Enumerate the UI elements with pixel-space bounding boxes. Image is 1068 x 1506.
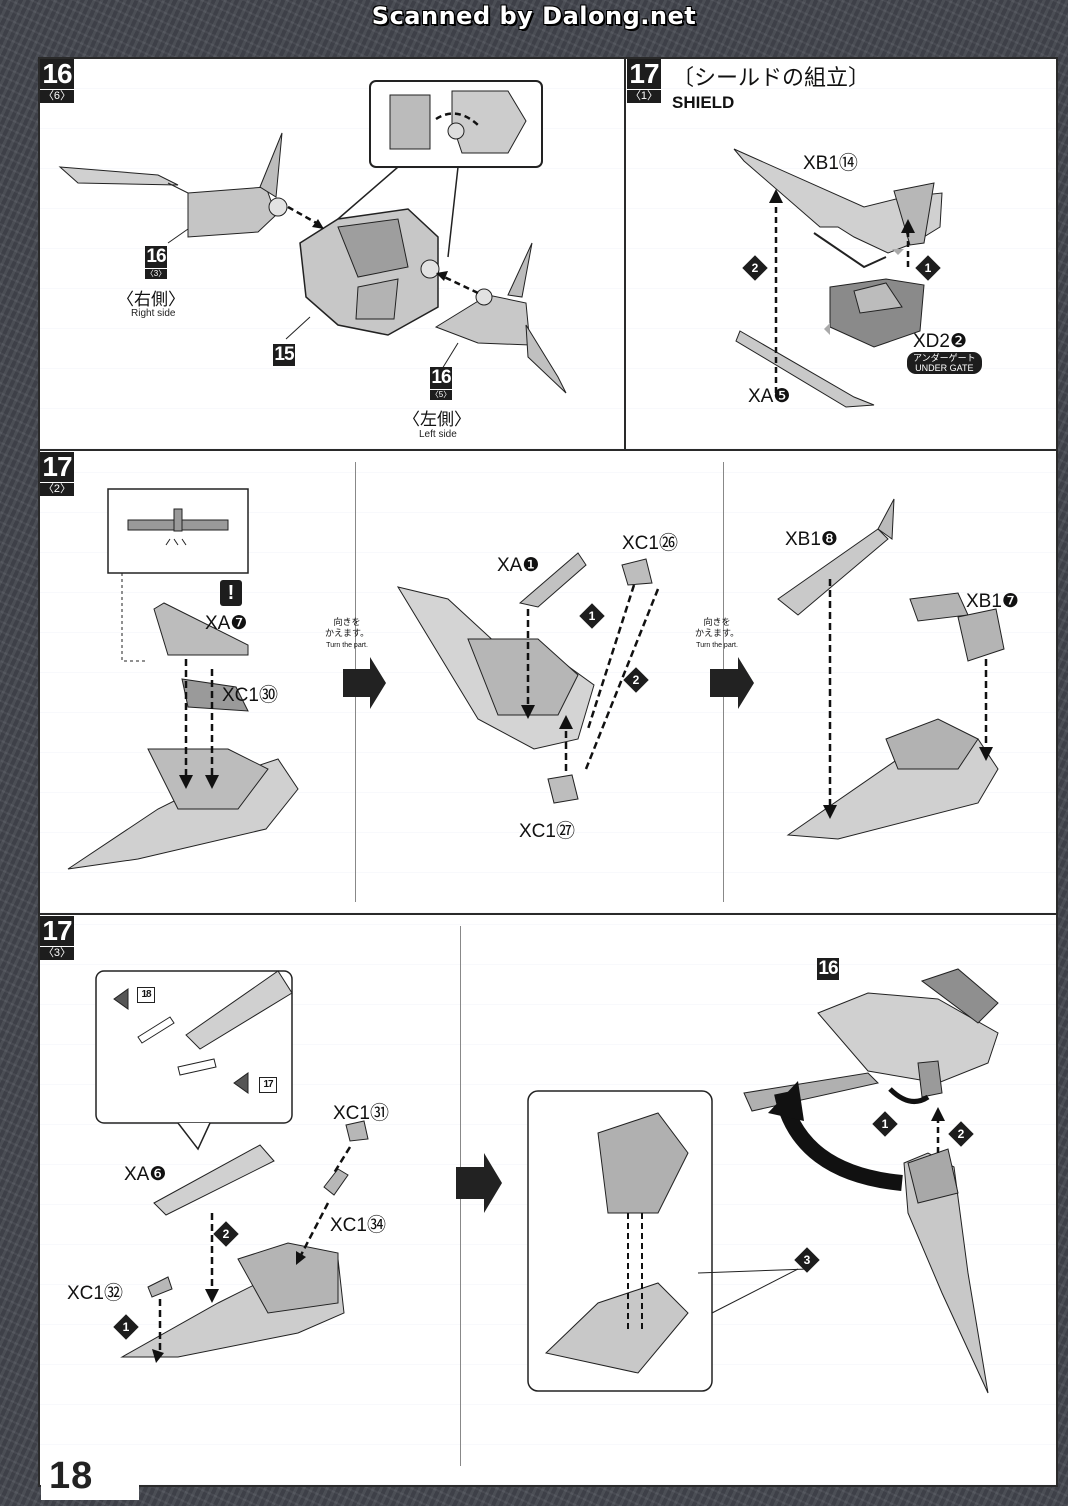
shield-illustration <box>733 148 943 408</box>
step-sub-number: 〈3〉 <box>40 947 74 960</box>
part-label-xc1-30: XC1㉚ <box>222 685 278 706</box>
left-side-label-en: Left side <box>419 429 457 440</box>
step-sub-number: 〈2〉 <box>40 483 74 496</box>
turn-the-part-note: 向きを かえます。 Turn the part. <box>695 618 740 649</box>
ref-part-number: 15 <box>273 344 295 366</box>
part-label-xc1-27: XC1㉗ <box>519 821 575 842</box>
part-label-xb1-7: XB1❼ <box>966 591 1019 612</box>
step17-2-illustration <box>67 488 1005 870</box>
step-number: 16 <box>40 59 74 89</box>
step-marker-2: 2 <box>213 1221 239 1247</box>
turn-the-part-note: 向きを かえます。 Turn the part. <box>325 618 370 649</box>
step-sub-number: 〈6〉 <box>40 90 74 103</box>
step-number: 17 <box>627 59 661 89</box>
sticker-number: 18 <box>137 987 155 1003</box>
part-label-xc1-32: XC1㉜ <box>67 1283 123 1304</box>
step-marker-1: 1 <box>113 1314 139 1340</box>
step-marker-1: 1 <box>579 603 605 629</box>
part-label-xa-6: XA❻ <box>124 1164 167 1185</box>
right-side-label-jp: 〈右側〉 <box>117 290 185 310</box>
ref-sub-number: 〈3〉 <box>145 269 167 279</box>
ref-step-number: 16 <box>145 246 167 268</box>
right-side-label-en: Right side <box>131 308 176 319</box>
section-title-en: SHIELD <box>672 93 735 112</box>
part-label-xa-7: XA❼ <box>205 613 248 634</box>
caution-icon: ! <box>220 580 242 606</box>
part-label-xa-1: XA❶ <box>497 555 540 576</box>
part-label-xa-5: XA❺ <box>748 386 791 407</box>
part-label-xb1-8: XB1❽ <box>785 529 838 550</box>
page-number: 18 <box>41 1452 139 1500</box>
scan-credit: Scanned by Dalong.net <box>371 2 697 30</box>
part-label-xd2-2: XD2❷ <box>913 331 968 352</box>
ref-sub-number: 〈5〉 <box>430 390 452 400</box>
step-marker-2: 2 <box>623 667 649 693</box>
ref-step-number: 16 <box>817 958 839 980</box>
step16-illustration <box>58 80 567 394</box>
step-marker-2: 2 <box>948 1121 974 1147</box>
step-sub-number: 〈1〉 <box>627 90 661 103</box>
part-label-xc1-26: XC1㉖ <box>622 533 678 554</box>
under-gate-tag: アンダーゲート UNDER GATE <box>907 352 982 374</box>
step-marker-1: 1 <box>872 1111 898 1137</box>
step-number: 17 <box>40 452 74 482</box>
sticker-number: 17 <box>259 1077 277 1093</box>
section-title-jp: 〔シールドの組立〕 <box>672 66 871 91</box>
step-marker-1: 1 <box>915 255 941 281</box>
step-marker-3: 3 <box>794 1247 820 1273</box>
part-label-xb1-14: XB1⑭ <box>803 153 858 174</box>
part-label-xc1-34: XC1㉞ <box>330 1215 386 1236</box>
step-number: 17 <box>40 916 74 946</box>
ref-step-number: 16 <box>430 367 452 389</box>
step-marker-2: 2 <box>742 255 768 281</box>
part-label-xc1-31: XC1㉛ <box>333 1103 389 1124</box>
left-side-label-jp: 〈左側〉 <box>403 410 471 430</box>
step17-3-illustration <box>95 968 999 1394</box>
